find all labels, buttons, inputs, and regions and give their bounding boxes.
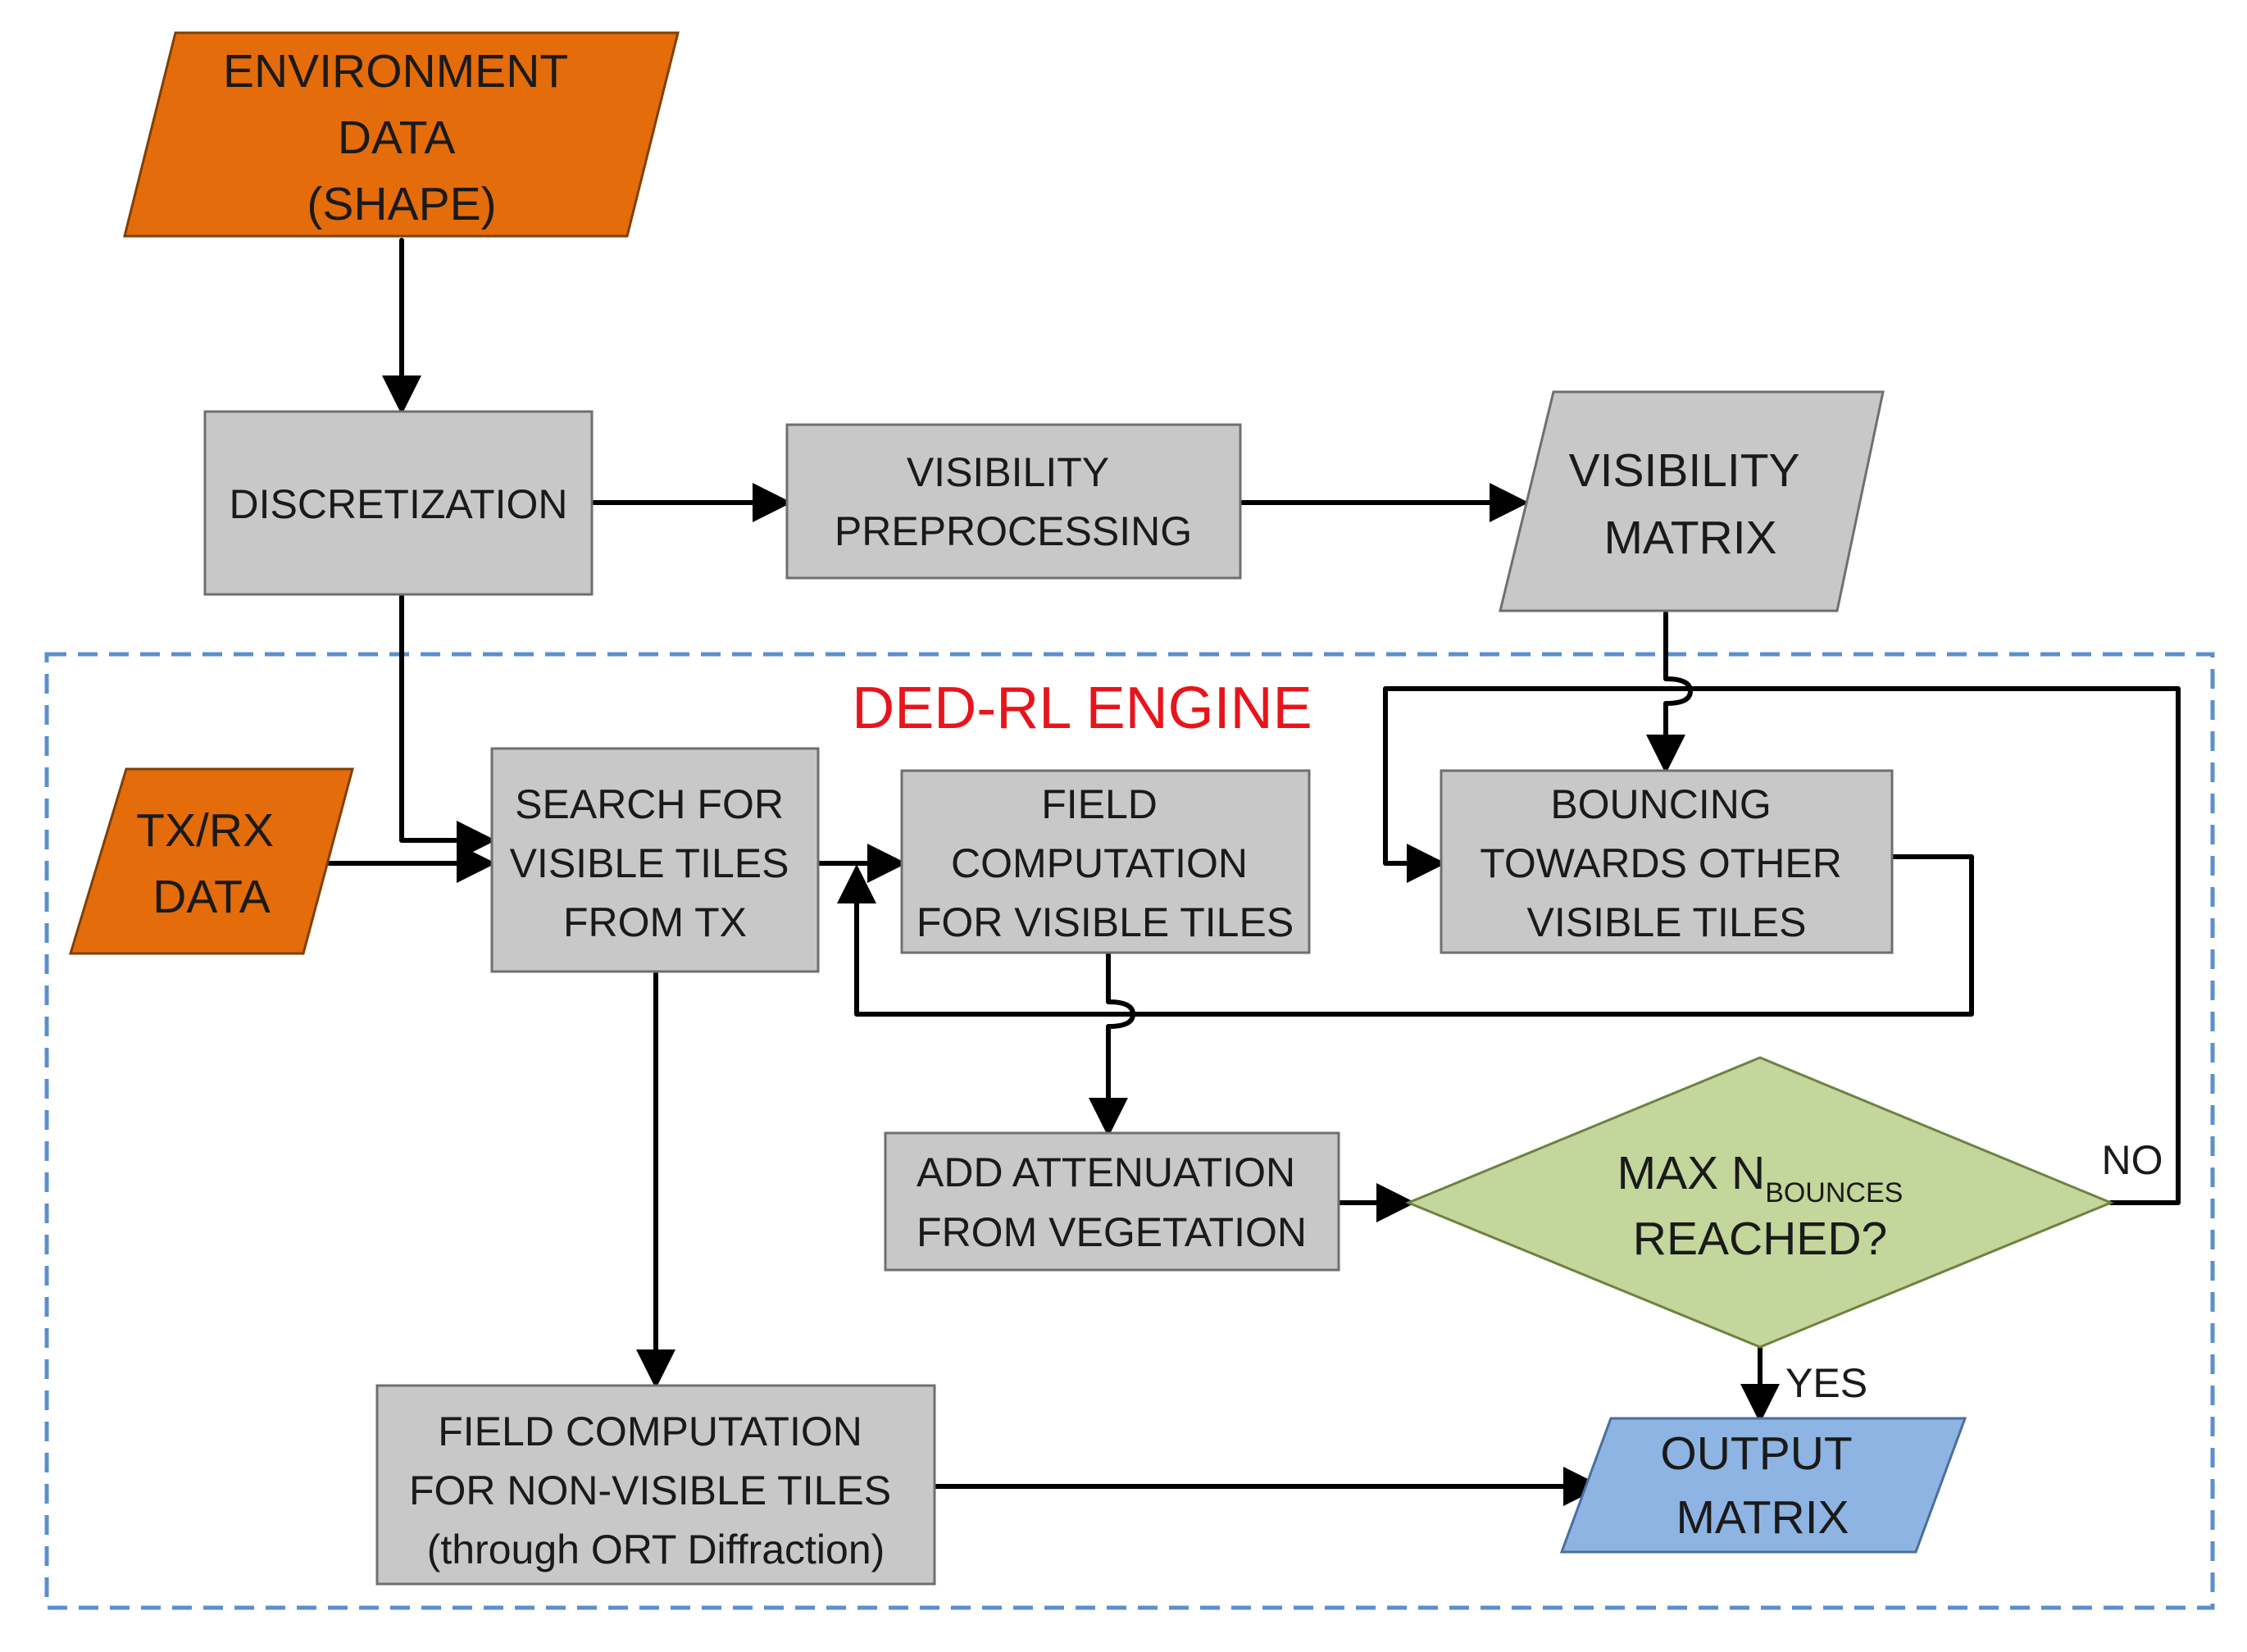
visibility-preprocessing-node (785, 423, 1242, 580)
engine-title: DED-RL ENGINE (852, 676, 1312, 741)
connector-discretization-to-search (399, 594, 496, 860)
output-matrix-label: OUTPUT MATRIX (1660, 1427, 1864, 1544)
max-bounces-label-line1: MAX NBOUNCES (1617, 1147, 1904, 1208)
field-computation-nonvisible-label: FIELD COMPUTATION FOR NON-VISIBLE TILES … (409, 1409, 903, 1572)
output-matrix-node (1559, 1417, 1967, 1554)
discretization-label: DISCRETIZATION (230, 481, 568, 527)
connector-bouncing-loop-to-search (837, 854, 1974, 1017)
search-visible-tiles-label: SEARCH FOR VISIBLE TILES FROM TX (510, 781, 801, 945)
connector-field-computation-to-attenuation (1089, 951, 1135, 1137)
bouncing-label: BOUNCING TOWARDS OTHER VISIBLE TILES (1480, 781, 1854, 945)
search-visible-tiles-node (490, 747, 820, 973)
environment-data-node (123, 31, 680, 238)
txrx-data-node (68, 767, 354, 955)
visibility-preprocessing-label: VISIBILITY PREPROCESSING (835, 449, 1192, 554)
visibility-matrix-label: VISIBILITY MATRIX (1569, 444, 1813, 564)
branch-yes-label: YES (1785, 1360, 1867, 1406)
field-computation-visible-label: FIELD COMPUTATION FOR VISIBLE TILES (917, 781, 1294, 945)
bouncing-node (1440, 769, 1894, 954)
max-bounces-decision-node (1405, 1056, 2114, 1349)
connector-decision-no-to-bouncing (1383, 686, 2181, 1205)
field-computation-visible-node (900, 769, 1311, 954)
environment-data-label: ENVIRONMENT DATA (SHAPE) (223, 45, 580, 230)
visibility-matrix-node (1499, 390, 1885, 612)
add-attenuation-label: ADD ATTENUATION FROM VEGETATION (917, 1149, 1307, 1255)
field-computation-nonvisible-node (375, 1384, 936, 1586)
add-attenuation-node (884, 1131, 1340, 1272)
discretization-node (203, 410, 594, 596)
branch-no-label: NO (2102, 1137, 2163, 1183)
txrx-data-label: TX/RX DATA (136, 804, 287, 923)
max-bounces-label-line2: REACHED? (1633, 1213, 1887, 1265)
